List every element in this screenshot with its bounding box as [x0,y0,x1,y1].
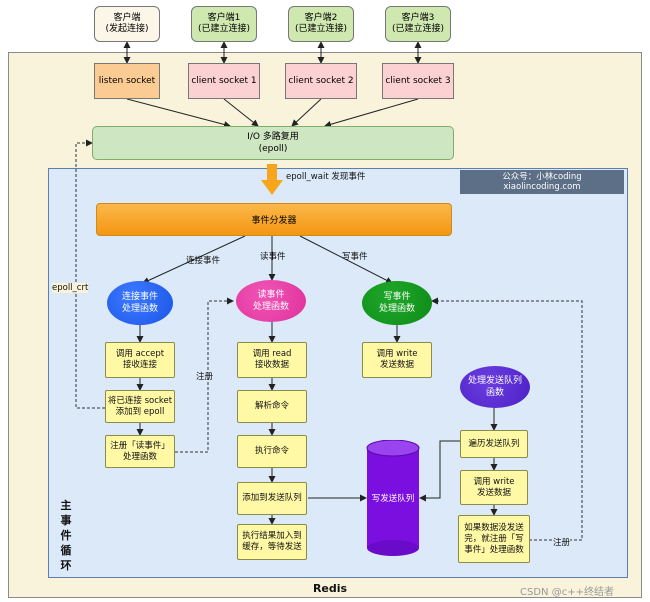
read-event-label: 读事件 [260,252,286,262]
client-socket-3: client socket 3 [382,63,454,99]
event-dispatcher: 事件分发器 [96,203,452,236]
listen-socket: listen socket [94,63,160,99]
client-socket-2: client socket 2 [285,63,357,99]
epoll-ctl-label: epoll_crt [52,283,89,293]
queue-step-register-write: 如果数据没发送完，就注册「写事件」处理函数 [458,515,530,563]
epoll-wait-label: epoll_wait 发现事件 [286,172,366,182]
read-step-buffer: 执行结果加入到缓存，等待发送 [237,524,307,560]
read-step-parse: 解析命令 [237,390,307,423]
client-socket-1: client socket 1 [188,63,260,99]
io-multiplexing-epoll: I/O 多路复用(epoll) [92,126,454,160]
read-handler: 读事件处理函数 [236,280,306,322]
send-queue-label: 写发送队列 [371,494,415,504]
write-handler: 写事件处理函数 [362,281,432,325]
write-event-label: 写事件 [342,252,368,262]
register-label-left: 注册 [196,372,214,382]
client-2: 客户端2(已建立连接) [288,6,354,42]
send-queue-cylinder [366,440,420,556]
epoll-wait-arrow [261,164,283,195]
register-label-right: 注册 [553,536,571,548]
read-step-execute: 执行命令 [237,435,307,468]
read-step-enqueue: 添加到发送队列 [237,482,307,515]
client-1: 客户端1(已建立连接) [191,6,257,42]
connect-handler: 连接事件处理函数 [107,281,173,325]
queue-step-traverse: 遍历发送队列 [460,430,528,458]
client-3: 客户端3(已建立连接) [385,6,451,42]
connect-step-register-read: 注册「读事件」处理函数 [105,435,175,468]
client-initiating: 客户端(发起连接) [94,6,160,42]
connect-event-label: 连接事件 [186,256,221,266]
csdn-credit: CSDN @c++终结者 [520,587,614,598]
queue-handler: 处理发送队列函数 [460,366,530,408]
main-event-loop-label: 主 事 件 循 环 [60,499,72,572]
redis-footer-label: Redis [312,581,348,595]
